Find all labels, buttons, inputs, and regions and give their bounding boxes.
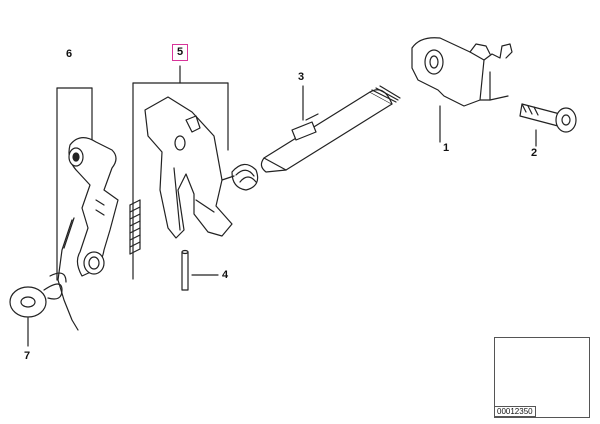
callout-6: 6 (66, 48, 73, 60)
part-7-washer (9, 272, 67, 318)
part-4-pin (181, 249, 219, 291)
part-2-bolt (519, 103, 577, 147)
location-inset (494, 337, 590, 418)
callout-4: 4 (222, 269, 229, 281)
callout-1: 1 (443, 142, 450, 154)
part-6-spring-link (56, 87, 119, 331)
callout-5: 5 (172, 44, 189, 61)
part-5-selector-lever (129, 65, 259, 280)
callout-2: 2 (531, 147, 538, 159)
diagram-reference-number: 00012350 (494, 406, 536, 417)
callout-3: 3 (298, 71, 305, 83)
part-3-shift-shaft (260, 85, 401, 173)
part-1-housing (411, 37, 513, 143)
callout-7: 7 (24, 350, 31, 362)
